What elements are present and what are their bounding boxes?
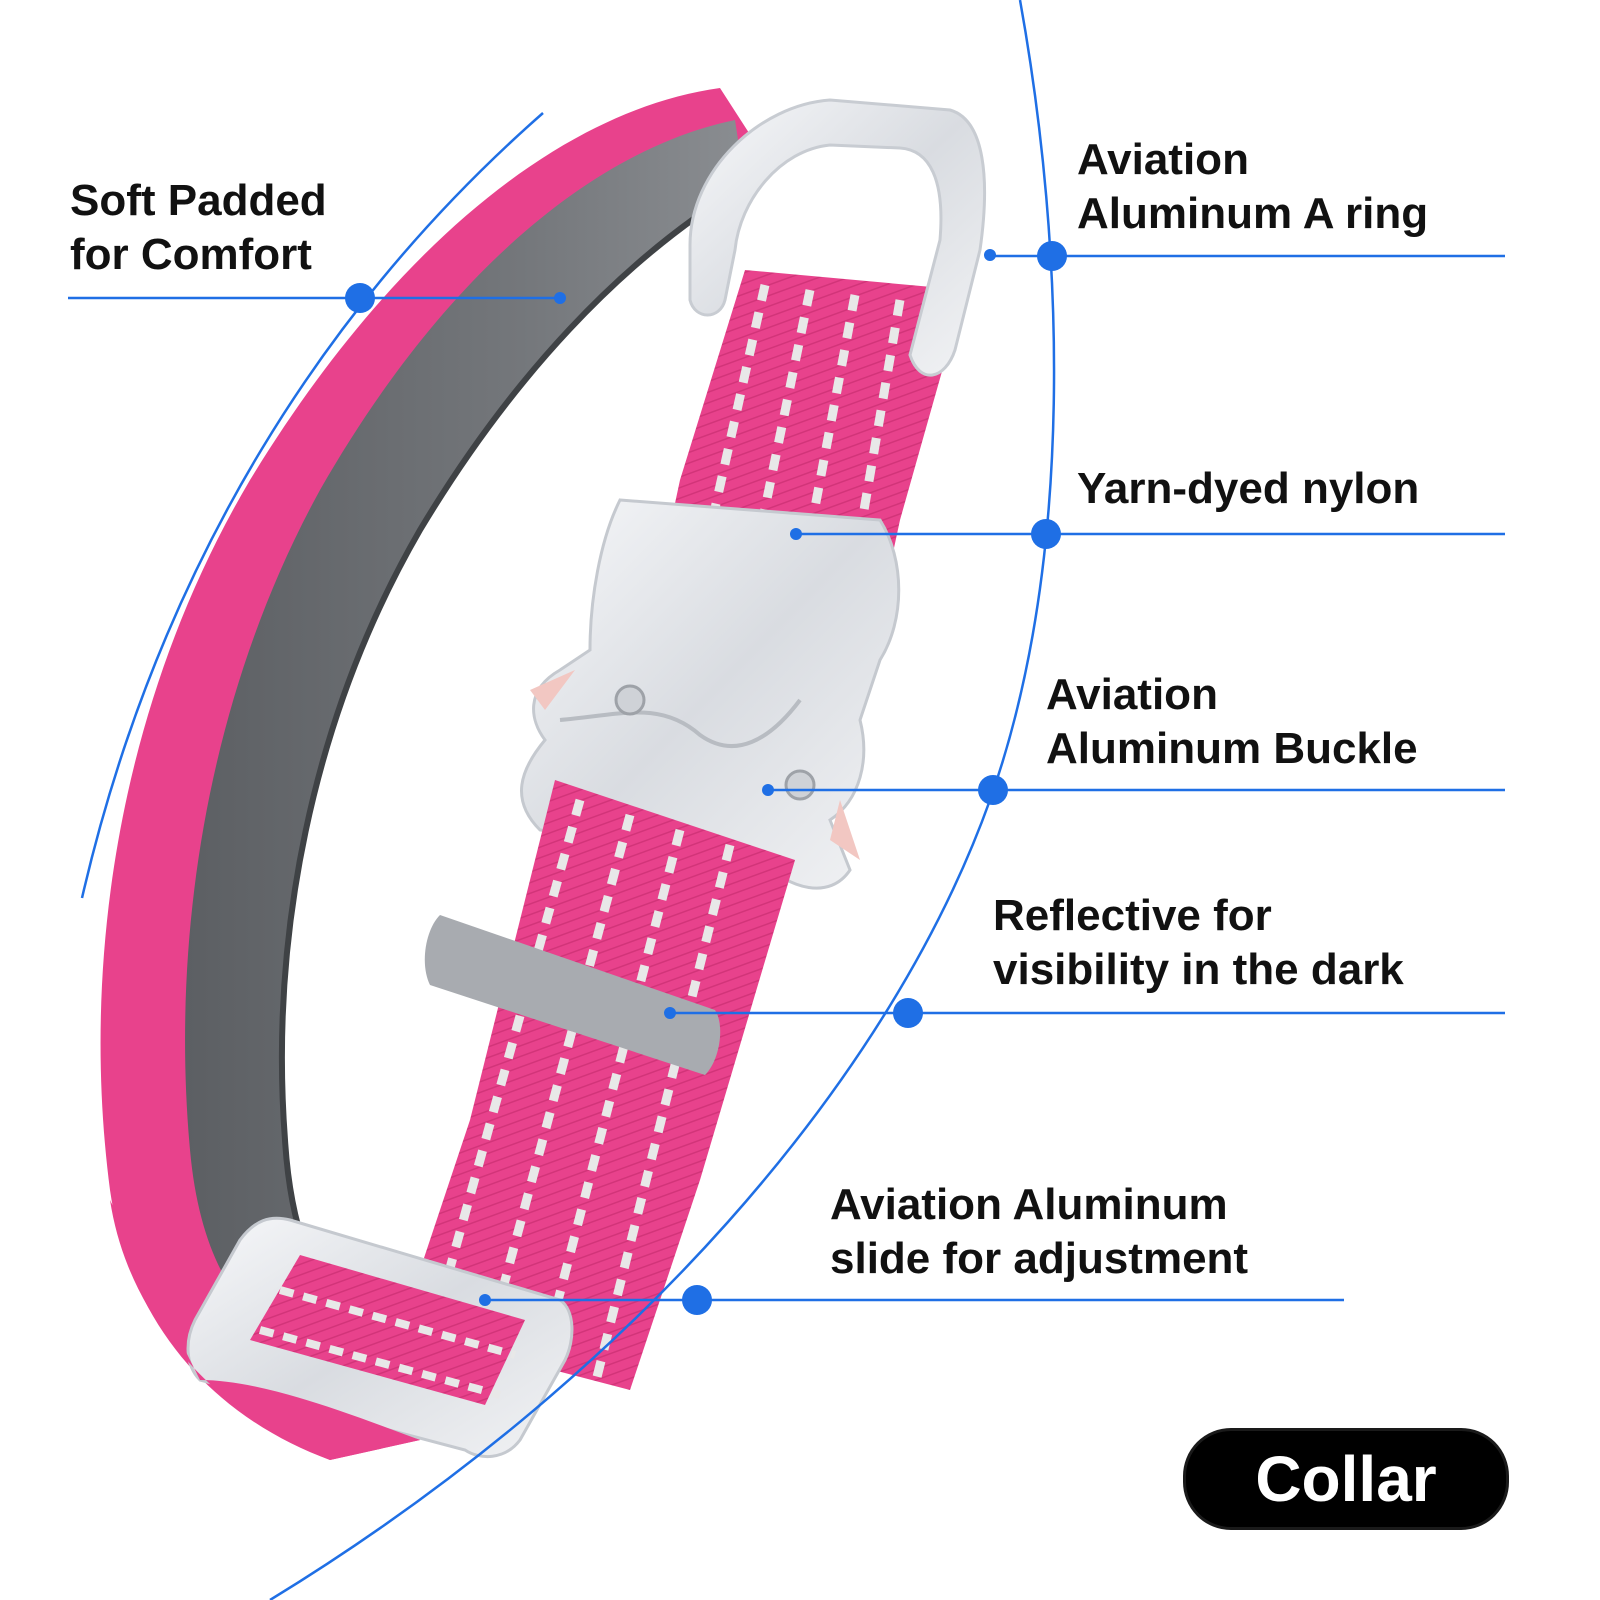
callout-nylon-line-1: Yarn-dyed nylon (1077, 464, 1420, 513)
callout-reflective-line-1: Reflective for (993, 891, 1272, 940)
collar-padding-edge (279, 182, 747, 1333)
callout-soft-padded-line-1: Soft Padded (70, 176, 327, 225)
buckle-seam (559, 698, 802, 748)
callout-slide-line-1: Aviation Aluminum (830, 1180, 1228, 1229)
buckle-rivet-right (784, 769, 816, 801)
leader-tip-nylon (790, 528, 802, 540)
leader-dot-slide (682, 1285, 712, 1315)
slide-opening (250, 1255, 525, 1405)
callout-a-ring-line-2: Aluminum A ring (1077, 189, 1429, 238)
leader-tip-soft-padded (554, 292, 566, 304)
buckle-clip-right (830, 800, 860, 860)
callout-a-ring: Aviation Aluminum A ring (1077, 133, 1428, 241)
leader-tip-a-ring (984, 249, 996, 261)
leader-dot-reflective (893, 998, 923, 1028)
buckle-rivet-left (614, 684, 646, 716)
callout-a-ring-line-1: Aviation (1077, 135, 1249, 184)
collar-badge-label: Collar (1255, 1443, 1437, 1515)
buckle-clip-left (530, 670, 575, 710)
callout-buckle: Aviation Aluminum Buckle (1046, 668, 1418, 776)
leader-dot-a-ring (1037, 241, 1067, 271)
callout-buckle-line-1: Aviation (1046, 670, 1218, 719)
collar-badge: Collar (1183, 1428, 1509, 1530)
leader-lines (68, 241, 1505, 1315)
leader-dot-buckle (978, 775, 1008, 805)
callout-nylon: Yarn-dyed nylon (1077, 462, 1419, 516)
leader-tip-buckle (762, 784, 774, 796)
leader-dot-soft-padded (345, 283, 375, 313)
callout-buckle-line-2: Aluminum Buckle (1046, 724, 1418, 773)
leader-tip-slide (479, 1294, 491, 1306)
guide-arc-left (80, 112, 544, 899)
guide-arc-right (269, 0, 1056, 1600)
band-tail (110, 1200, 420, 1460)
callout-slide-line-2: slide for adjustment (830, 1234, 1249, 1283)
callout-slide: Aviation Aluminum slide for adjustment (830, 1178, 1248, 1286)
a-ring-shape (688, 98, 987, 377)
callout-reflective: Reflective for visibility in the dark (993, 889, 1404, 997)
callout-soft-padded: Soft Padded for Comfort (70, 174, 327, 282)
callout-soft-padded-line-2: for Comfort (70, 230, 312, 279)
lower-strap (400, 780, 795, 1390)
leader-tip-reflective (664, 1007, 676, 1019)
leader-dot-nylon (1031, 519, 1061, 549)
collar-padding (185, 120, 745, 1350)
callout-reflective-line-2: visibility in the dark (993, 945, 1404, 994)
lower-strap-reflective-stripes (425, 798, 735, 1387)
slide-reflective-stripes (258, 1286, 517, 1399)
keeper-loop (424, 915, 721, 1075)
